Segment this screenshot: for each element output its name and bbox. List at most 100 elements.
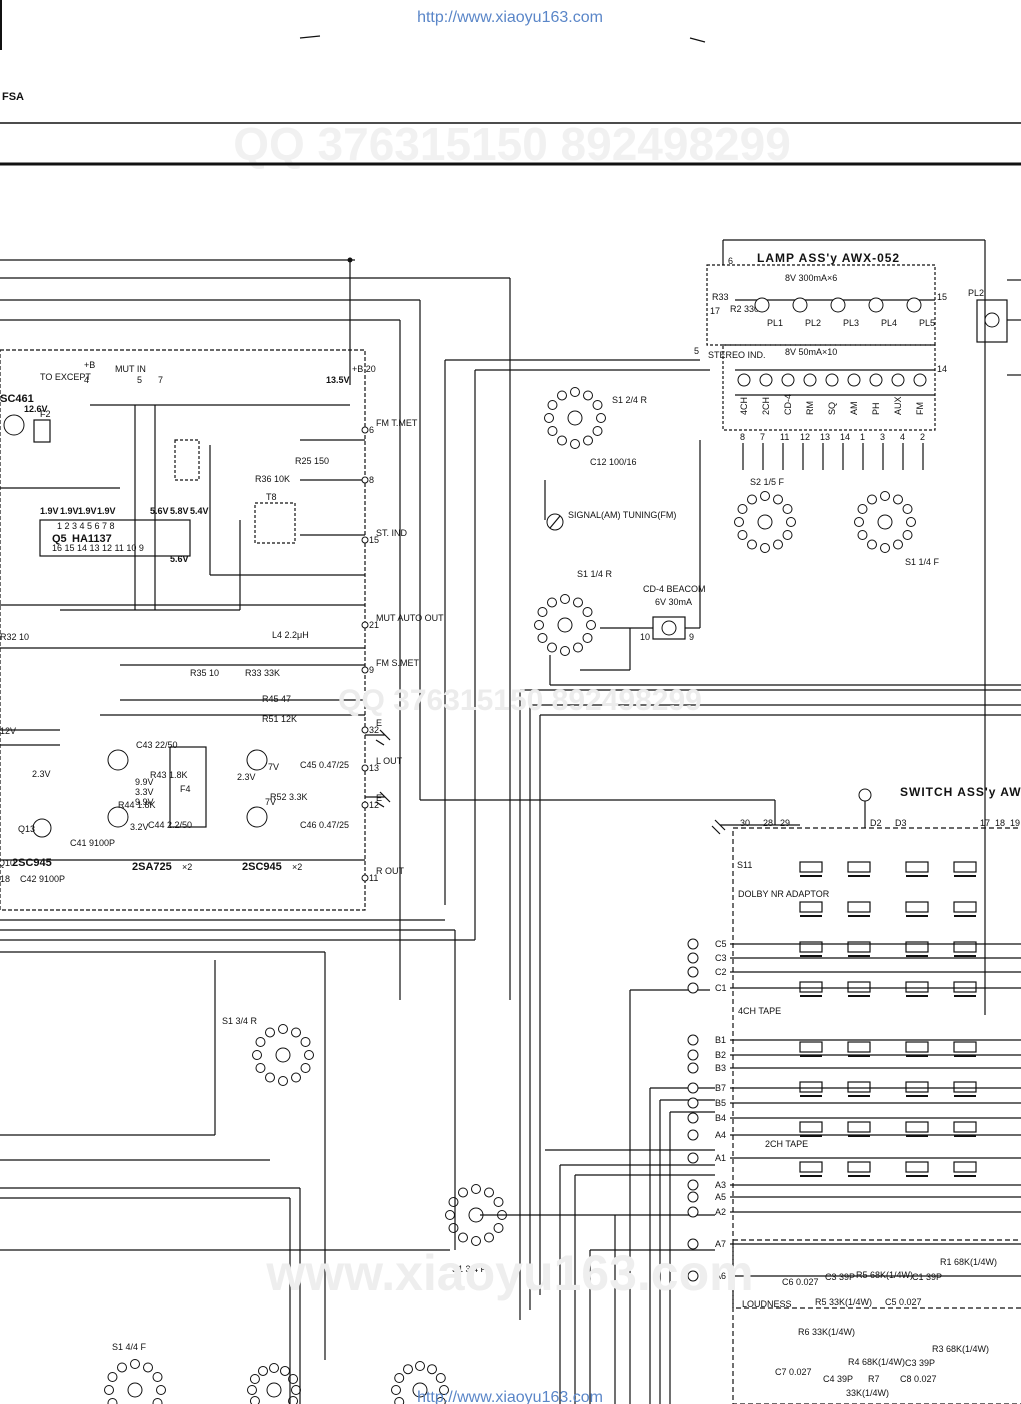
switch-contact <box>265 1072 275 1083</box>
switch-contact <box>537 633 548 643</box>
switch-contact <box>557 435 567 446</box>
lamp-pin-label: 14 <box>840 432 850 442</box>
switch-contact <box>415 1361 425 1371</box>
slide-switch-contact <box>847 1081 871 1093</box>
rca-jack-icon[interactable] <box>687 1062 699 1074</box>
voltage-label: 1.9V <box>78 506 97 516</box>
transistor-q12 <box>246 806 268 828</box>
rca-jack-icon[interactable] <box>687 938 699 950</box>
c12-label: C12 100/16 <box>590 457 637 467</box>
switch-contact <box>880 491 890 501</box>
switch-contact <box>760 491 770 501</box>
rca-jack-icon[interactable] <box>687 1152 699 1164</box>
rca-jack-icon[interactable] <box>687 1112 699 1124</box>
switch-label: S1 3/4 F <box>452 1264 487 1274</box>
switch-contact <box>867 539 877 550</box>
switch-top-pin: D3 <box>895 818 907 828</box>
lamp-assy-block: LAMP ASS'y AWX-052 8V 300mA×6 8V 50mA×10… <box>694 239 1021 1015</box>
loudness-part-label: C6 0.027 <box>782 1277 819 1287</box>
switch-top-pin: 19 <box>1010 818 1020 828</box>
switch-contact <box>152 1372 163 1382</box>
label-v135: 13.5V <box>326 375 350 385</box>
rca-jack-icon[interactable] <box>687 1270 699 1282</box>
header-url-bottom[interactable]: http://www.xiaoyu163.com <box>417 1389 603 1404</box>
rca-jack-icon[interactable] <box>687 952 699 964</box>
watermark-top: QQ 376315150 892498299 <box>233 118 791 170</box>
slide-switch-contact <box>799 901 823 913</box>
switch-contact <box>435 1397 446 1404</box>
rca-jack-icon[interactable] <box>687 966 699 978</box>
lamp-pin-label: 2 <box>920 432 925 442</box>
rca-jack-icon[interactable] <box>687 1191 699 1203</box>
rca-jack-icon[interactable] <box>687 1082 699 1094</box>
tuner-pin-number: 13 <box>369 763 379 773</box>
loudness-part-label: R5 33K(1/4W) <box>815 1297 872 1307</box>
voltage-label: 3.3V <box>135 787 154 797</box>
switch-contact <box>880 543 890 553</box>
switch-label: S1 1/4 R <box>577 569 613 579</box>
switch-contact <box>484 1232 494 1243</box>
lamp-stereo-ind: STEREO IND. <box>708 350 766 360</box>
header-url-top[interactable]: http://www.xiaoyu163.com <box>417 9 603 26</box>
switch-contact <box>902 530 913 540</box>
transistor-q9 <box>107 749 129 771</box>
switch-contact <box>458 1232 468 1243</box>
indicator-lamp-icon <box>759 373 773 387</box>
switch-rotor <box>275 1047 291 1063</box>
pair-2-mult: ×2 <box>292 862 302 872</box>
pilot-lamp-label: PL4 <box>881 318 897 328</box>
pl2-right-label: PL2 <box>968 288 984 298</box>
slide-switch-contact <box>953 861 977 873</box>
switch-contact <box>583 390 593 401</box>
tuner-top-pin: 7 <box>158 375 163 385</box>
switch-contact <box>304 1050 314 1060</box>
trunk-lines <box>0 689 1021 1404</box>
jack-label: A4 <box>715 1130 726 1140</box>
q-lower-label: 2SC945 <box>12 857 52 869</box>
indicator-lamp-icon <box>803 373 817 387</box>
slide-switch-contact <box>799 1041 823 1053</box>
component-label: R51 12K <box>262 714 297 724</box>
ic-name: HA1137 <box>72 533 112 545</box>
lamp-r2: R2 330 <box>730 304 759 314</box>
indicator-lamp-label: AM <box>849 402 859 416</box>
rca-jack-icon[interactable] <box>687 1129 699 1141</box>
loudness-part-label: C3 39P <box>825 1272 855 1282</box>
switch-contact <box>782 530 793 540</box>
switch-top-pin: 30 <box>740 818 750 828</box>
switch-label: S1 3/4 R <box>222 1016 258 1026</box>
filter-f2 <box>33 419 51 443</box>
switch-contact <box>104 1385 114 1395</box>
switch-contact <box>249 1374 260 1384</box>
rca-jack-icon[interactable] <box>687 982 699 994</box>
switch-contact <box>247 1385 257 1395</box>
lamp-spec-ind: 8V 50mA×10 <box>785 347 837 357</box>
tuner-pin-terminal <box>361 764 369 772</box>
loudness-label: LOUDNESS <box>742 1299 792 1309</box>
switch-contact <box>458 1187 468 1198</box>
rca-jack-icon[interactable] <box>687 1206 699 1218</box>
jack-label: B2 <box>715 1050 726 1060</box>
switch-contact <box>747 494 757 505</box>
rca-jack-icon[interactable] <box>687 1049 699 1061</box>
q-lower-ref: Q10 <box>0 858 15 868</box>
ic-ha1137 <box>39 519 191 557</box>
switch-contact <box>258 1365 268 1376</box>
switch-top-pin: 17 <box>980 818 990 828</box>
lamp-pin-6: 6 <box>728 256 733 266</box>
rca-jack-icon[interactable] <box>687 1179 699 1191</box>
switch-contact <box>291 1072 301 1083</box>
jack-label: A3 <box>715 1180 726 1190</box>
component-label: C44 2.2/50 <box>148 820 192 830</box>
rotary-switch-s2-1-5f: S2 1/5 F <box>734 477 796 553</box>
rca-jack-icon[interactable] <box>687 1097 699 1109</box>
label-plus-b-20: +B 20 <box>352 364 376 374</box>
rca-jack-icon[interactable] <box>687 1034 699 1046</box>
rca-jack-icon[interactable] <box>687 1238 699 1250</box>
switch-top-pin: 28 <box>763 818 773 828</box>
slide-switch-contact <box>953 1161 977 1173</box>
component-label: R52 3.3K <box>270 792 308 802</box>
switch-contact <box>300 1063 311 1073</box>
component-label: C46 0.47/25 <box>300 820 349 830</box>
switch-contact <box>760 543 770 553</box>
